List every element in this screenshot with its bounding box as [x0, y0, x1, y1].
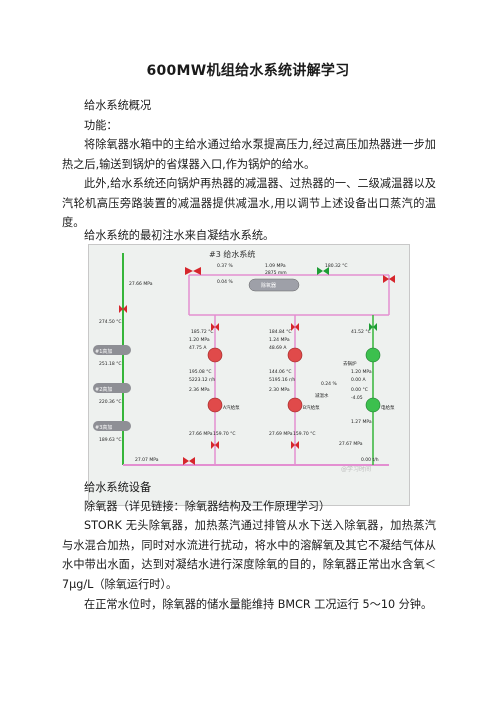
- readout-v14: 1.20 MPa: [189, 337, 210, 343]
- diagram-svg: #3 给水系统 #1高加 #2高加 #3高加 27.66 MPa 274.50 …: [89, 245, 409, 475]
- feed-pump-a: [207, 397, 223, 413]
- pump-b-label: B汽给泵: [303, 404, 320, 411]
- paragraph-stork: STORK 无头除氧器，加热蒸汽通过排管从水下送入除氧器，加热蒸汽与水混合加热，…: [62, 519, 436, 591]
- readout-v8: 1.09 MPa: [265, 263, 286, 269]
- readout-v25: 159.70 °C: [213, 431, 236, 437]
- readout-v5: 189.63 °C: [99, 437, 122, 443]
- diagram-title: #3 给水系统: [209, 249, 255, 259]
- pump-a-label: A汽给泵: [223, 404, 240, 411]
- document-title: 600MW机组给水系统讲解学习: [146, 63, 350, 79]
- readout-v32: -4.05: [351, 395, 363, 401]
- readout-v28: 0.24 %: [321, 381, 337, 387]
- readout-v22: 5195.16 r/h: [269, 377, 295, 383]
- readout-v12: 184.84 °C: [269, 329, 292, 335]
- paragraph-level: 在正常水位时，除氧器的储水量能维持 BMCR 工况运行 5～10 分钟。: [84, 598, 433, 611]
- valves-green: [317, 267, 377, 331]
- hp1-label: #1高加: [95, 348, 112, 355]
- readout-v34: 27.07 MPa: [135, 457, 159, 463]
- section-heading-overview: 给水系统概况: [84, 99, 152, 112]
- readout-v26: 27.69 MPa: [269, 431, 293, 437]
- section-heading-equipment: 给水系统设备: [84, 481, 152, 494]
- function-label: 功能：: [84, 119, 118, 132]
- hp-heater-1: #1高加: [93, 345, 131, 355]
- readout-v36: 0.00 t/h: [361, 457, 379, 463]
- readout-v9: 2875 mm: [265, 270, 287, 276]
- hp-heater-3: #3高加: [93, 421, 131, 431]
- booster-pump-b: [287, 347, 303, 363]
- readout-v11: 185.72 °C: [191, 329, 214, 335]
- readout-v21: 144.06 °C: [269, 369, 292, 375]
- hp3-label: #3高加: [95, 424, 112, 431]
- deaerator-heading: 除氧器（详见链接：除氧器结构及工作原理学习）: [84, 500, 331, 513]
- readout-v2: 274.50 °C: [99, 319, 122, 325]
- readout-v33: 1.27 MPa: [351, 419, 372, 425]
- readout-v15: 47.75 A: [189, 345, 207, 351]
- paragraph-function: 将除氧器水箱中的主给水通过给水泵提高压力,经过高压加热器进一步加热之后,输送到锅…: [62, 138, 436, 171]
- boiler-label: 去锅炉: [343, 360, 357, 367]
- feed-pump-b: [287, 397, 303, 413]
- readout-v18: 2.36 MPa: [189, 387, 210, 393]
- readout-v13: 41.52 °C: [351, 329, 371, 335]
- paragraph-extra: 此外,给水系统还向锅炉再热器的减温器、过热器的一、二级减温器以及汽轮机高压旁路装…: [62, 177, 436, 229]
- readout-v4: 220.36 °C: [99, 399, 122, 405]
- note-label: 减温水: [315, 392, 329, 399]
- readout-v10: 180.32 °C: [325, 263, 348, 269]
- watermark: @学习时间: [341, 465, 371, 473]
- diagram-background: [89, 245, 409, 475]
- hp2-label: #2高加: [95, 386, 112, 393]
- readout-v30: 0.00 A: [351, 377, 366, 383]
- readout-v29: 1.20 MPa: [351, 369, 372, 375]
- motor-feed-pump: [365, 397, 381, 413]
- valves-red: [119, 267, 395, 465]
- readout-v6: 0.37 %: [217, 263, 233, 269]
- hp-heater-2: #2高加: [93, 383, 131, 393]
- readout-v3: 251.18 °C: [99, 361, 122, 367]
- readout-v35: 27.67 MPa: [339, 441, 363, 447]
- feedwater-system-diagram: #3 给水系统 #1高加 #2高加 #3高加 27.66 MPa 274.50 …: [88, 244, 410, 506]
- readout-v17: 5223.12 r/h: [189, 377, 215, 383]
- readout-v20: 48.69 A: [269, 345, 287, 351]
- pump-c-label: 电给泵: [381, 404, 395, 411]
- paragraph-init: 给水系统的最初注水来自凝结水系统。: [84, 229, 275, 242]
- readout-v7: 0.04 %: [217, 279, 233, 285]
- booster-pump-a: [207, 347, 223, 363]
- booster-pump-c: [365, 347, 381, 363]
- deaerator-tank: 除氧器: [248, 278, 300, 292]
- readout-v31: 0.00 °C: [351, 387, 368, 393]
- tank-label: 除氧器: [261, 282, 276, 289]
- readout-v24: 27.66 MPa: [189, 431, 213, 437]
- readout-v23: 2.30 MPa: [269, 387, 290, 393]
- readout-v1: 27.66 MPa: [129, 281, 153, 287]
- readout-v19: 1.24 MPa: [269, 337, 290, 343]
- readout-v16: 195.08 °C: [189, 369, 212, 375]
- readout-v27: 159.70 °C: [293, 431, 316, 437]
